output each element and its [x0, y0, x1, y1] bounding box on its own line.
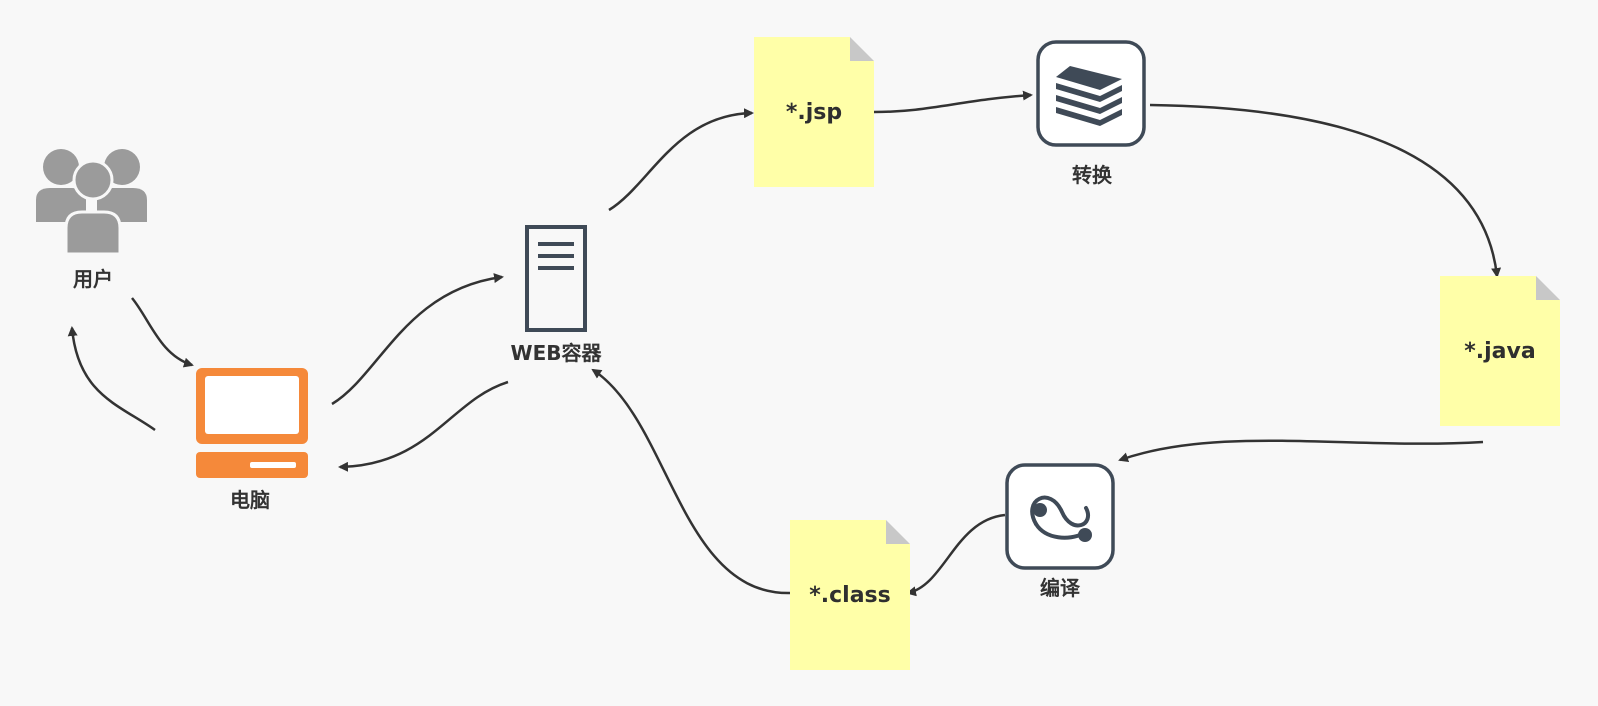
class-file-note: *.class [790, 520, 910, 670]
layers-icon [1036, 40, 1146, 147]
java-file-note: *.java [1440, 276, 1560, 426]
computer-icon [196, 368, 308, 478]
edge-class-to-web [591, 368, 791, 595]
edge-web-to-computer [338, 380, 509, 472]
edge-compile-to-class [906, 513, 1006, 597]
edge-jsp-to-convert [873, 90, 1033, 114]
compile-label: 编译 [1040, 576, 1080, 600]
jsp-file-note: *.jsp [754, 37, 874, 187]
page-fold-icon [886, 520, 910, 544]
java-file-label: *.java [1464, 338, 1536, 364]
compile-icon [1005, 463, 1115, 570]
users-label: 用户 [73, 267, 113, 291]
server-icon [525, 225, 587, 332]
users-icon [36, 149, 147, 256]
web-container-label: WEB容器 [510, 341, 602, 365]
jsp-file-label: *.jsp [785, 99, 843, 125]
edge-java-to-compile [1118, 439, 1484, 463]
edge-convert-to-java [1149, 103, 1502, 278]
edge-web-to-jsp [608, 108, 754, 212]
convert-label: 转换 [1072, 163, 1112, 187]
class-file-label: *.class [809, 582, 891, 608]
computer-label: 电脑 [230, 488, 270, 512]
edge-users-to-computer [131, 297, 194, 368]
page-fold-icon [850, 37, 874, 61]
edge-computer-to-users [67, 326, 156, 432]
page-fold-icon [1536, 276, 1560, 300]
edge-computer-to-web [331, 273, 504, 406]
